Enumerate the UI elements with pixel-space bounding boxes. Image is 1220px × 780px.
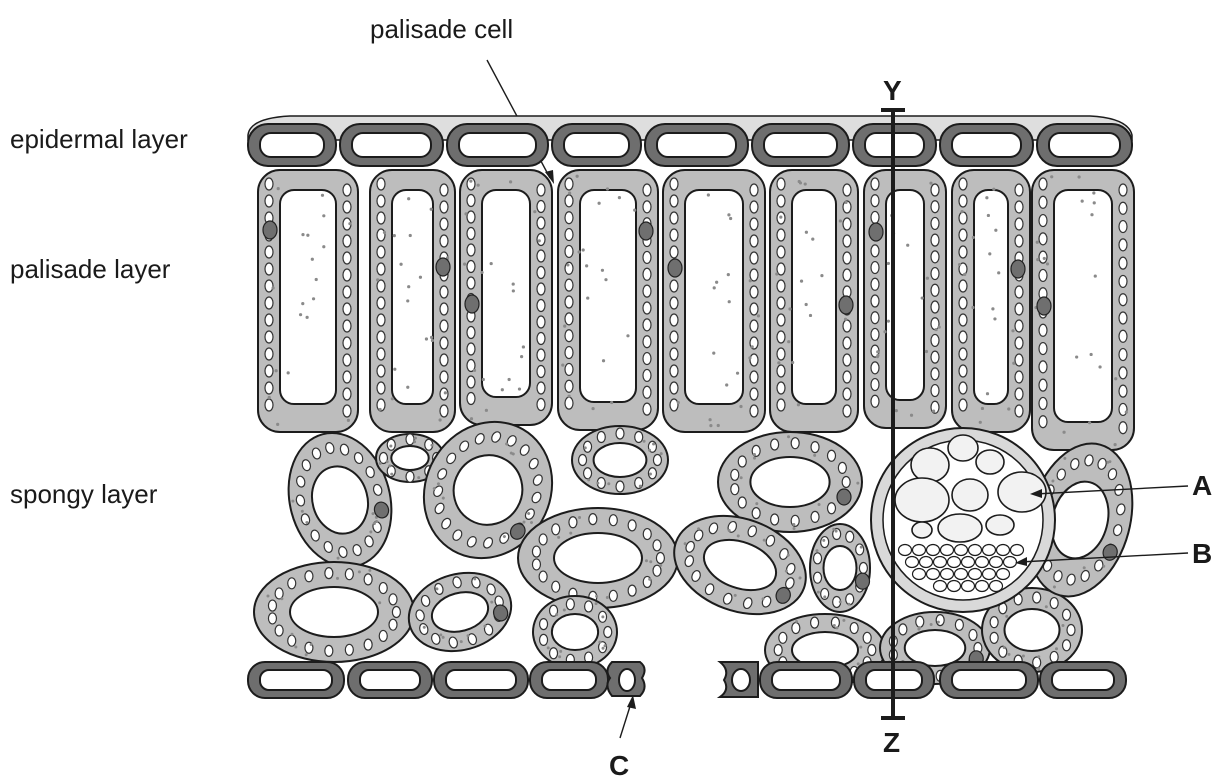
phloem-cell <box>906 557 919 568</box>
phloem-cell <box>969 569 982 580</box>
phloem-cell <box>941 569 954 580</box>
label-palisade-layer: palisade layer <box>10 254 171 284</box>
phloem-cell <box>976 557 989 568</box>
lower-epidermal-cell <box>760 662 852 698</box>
palisade-cell <box>952 170 1030 432</box>
phloem-cell <box>920 557 933 568</box>
phloem-cell <box>990 581 1003 592</box>
palisade-cell <box>370 170 455 432</box>
guard-cell-right <box>720 662 758 697</box>
xylem-vessel <box>952 479 988 511</box>
phloem-cell <box>969 545 982 556</box>
label-c: C <box>609 750 629 780</box>
phloem-cell <box>941 545 954 556</box>
phloem-cell <box>948 557 961 568</box>
xylem-vessel <box>948 435 978 461</box>
label-spongy-layer: spongy layer <box>10 479 158 509</box>
palisade-cell <box>770 170 858 432</box>
epidermal-cell <box>340 124 443 166</box>
phloem-cell <box>934 581 947 592</box>
label-palisade-cell: palisade cell <box>370 14 513 44</box>
lower-epidermal-cell <box>434 662 528 698</box>
spongy-cell <box>533 596 617 668</box>
spongy-cell <box>400 562 520 662</box>
spongy-cell <box>254 562 414 662</box>
phloem-cell <box>997 569 1010 580</box>
phloem-cell <box>899 545 912 556</box>
phloem-cell <box>948 581 961 592</box>
phloem-cell <box>913 569 926 580</box>
lower-epidermis <box>248 662 1126 698</box>
phloem-cell <box>1004 557 1017 568</box>
lower-epidermal-cell <box>940 662 1038 698</box>
phloem-cell <box>983 545 996 556</box>
guard-cell <box>607 662 644 696</box>
phloem-cell <box>1011 545 1024 556</box>
phloem-cell <box>962 557 975 568</box>
palisade-cell <box>1032 170 1134 450</box>
upper-epidermis <box>248 116 1132 166</box>
label-b: B <box>1192 538 1212 569</box>
phloem-cell <box>934 557 947 568</box>
xylem-vessel <box>911 448 949 482</box>
vascular-bundle <box>871 428 1055 612</box>
epidermal-cell <box>552 124 641 166</box>
xylem-vessel <box>895 478 949 522</box>
xylem-vessel <box>976 450 1004 474</box>
lower-epidermal-cell <box>1040 662 1126 698</box>
palisade-cell <box>460 170 552 425</box>
phloem-cell <box>997 545 1010 556</box>
phloem-cell <box>913 545 926 556</box>
palisade-layer <box>258 170 1134 450</box>
lower-epidermal-cell <box>348 662 432 698</box>
label-a: A <box>1192 470 1212 501</box>
epidermal-cell <box>447 124 548 166</box>
lower-epidermal-cell <box>530 662 608 698</box>
phloem-cell <box>955 545 968 556</box>
phloem-cell <box>927 569 940 580</box>
spongy-cell <box>572 426 668 494</box>
phloem-cell <box>976 581 989 592</box>
spongy-cell <box>518 508 678 608</box>
spongy-cell <box>810 524 870 612</box>
epidermal-cell <box>248 124 336 166</box>
xylem-vessel <box>912 522 932 538</box>
phloem-cell <box>990 557 1003 568</box>
lower-epidermal-cell <box>248 662 344 698</box>
xylem-vessel <box>986 515 1014 535</box>
xylem-vessel <box>938 514 982 542</box>
palisade-cell <box>258 170 358 432</box>
palisade-cell <box>864 170 946 428</box>
epidermal-cell <box>940 124 1033 166</box>
label-z: Z <box>883 727 900 758</box>
phloem-cell <box>983 569 996 580</box>
phloem-cell <box>955 569 968 580</box>
epidermal-cell <box>645 124 748 166</box>
phloem-cell <box>927 545 940 556</box>
palisade-cell <box>663 170 765 432</box>
palisade-cell <box>558 170 658 430</box>
epidermal-cell <box>1037 124 1132 166</box>
epidermal-cell <box>752 124 849 166</box>
label-y: Y <box>883 75 902 106</box>
pointer-c-head <box>627 695 636 709</box>
label-epidermal-layer: epidermal layer <box>10 124 188 154</box>
phloem-cell <box>962 581 975 592</box>
